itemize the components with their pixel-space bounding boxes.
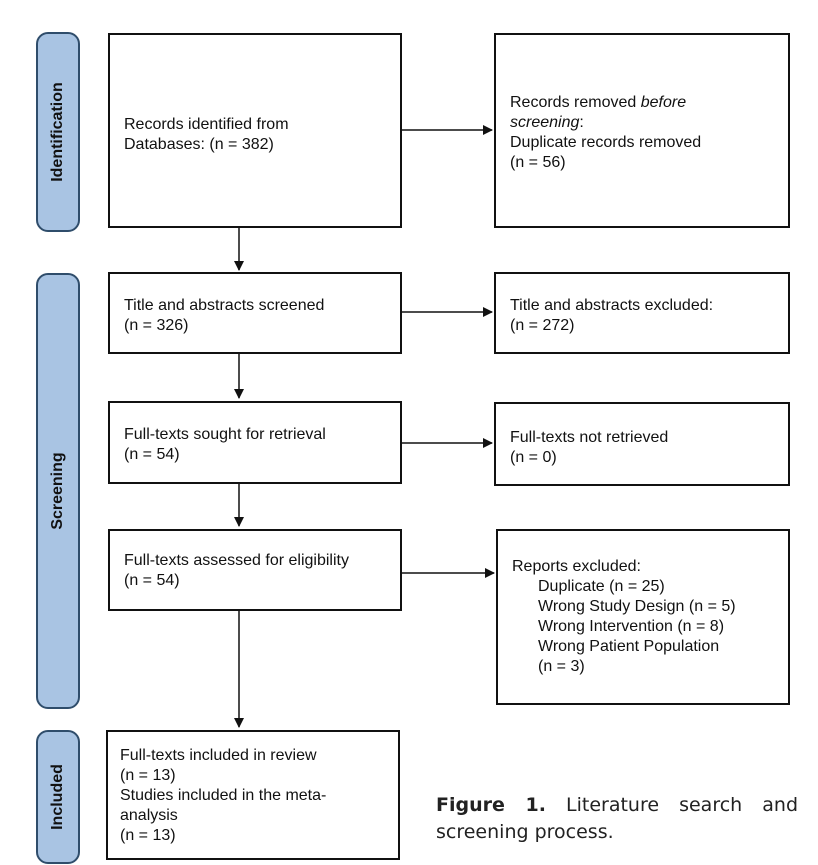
records-identified-line2: Databases: (n = 382) xyxy=(124,136,274,153)
title-abstracts-screened-line1: Title and abstracts screened xyxy=(124,297,325,314)
fulltexts-assessed-line2: (n = 54) xyxy=(124,572,180,589)
box-records-removed: Records removed before screening: Duplic… xyxy=(494,33,790,228)
fulltexts-sought-line2: (n = 54) xyxy=(124,446,180,463)
fulltexts-included-line5: (n = 13) xyxy=(120,827,176,844)
records-removed-line2: screening: xyxy=(510,113,774,133)
figure-caption-label: Figure 1. xyxy=(436,794,546,816)
title-abstracts-excluded-line2: (n = 272) xyxy=(510,317,575,334)
reports-excluded-item: Duplicate (n = 25) xyxy=(538,578,665,595)
fulltexts-sought-line1: Full-texts sought for retrieval xyxy=(124,426,326,443)
figure-caption-text: Literature search and screening process. xyxy=(436,794,798,843)
records-removed-line1-em: before xyxy=(640,94,687,111)
box-fulltexts-not-retrieved: Full-texts not retrieved (n = 0) xyxy=(494,402,790,486)
title-abstracts-screened-line2: (n = 326) xyxy=(124,317,189,334)
figure-caption: Figure 1. Literature search and screenin… xyxy=(436,792,798,846)
box-fulltexts-sought: Full-texts sought for retrieval (n = 54) xyxy=(108,401,402,484)
box-title-abstracts-screened: Title and abstracts screened (n = 326) xyxy=(108,272,402,354)
fulltexts-included-line2: (n = 13) xyxy=(120,767,176,784)
records-removed-line2-em: screening xyxy=(510,114,580,131)
box-fulltexts-assessed: Full-texts assessed for eligibility (n =… xyxy=(108,529,402,611)
fulltexts-included-line3: Studies included in the meta- xyxy=(120,787,327,804)
records-removed-line4: (n = 56) xyxy=(510,154,566,171)
records-removed-line3: Duplicate records removed xyxy=(510,134,702,151)
reports-excluded-item: Wrong Patient Population xyxy=(538,638,720,655)
reports-excluded-item: Wrong Study Design (n = 5) xyxy=(538,598,736,615)
records-removed-line1-text: Records removed xyxy=(510,94,641,111)
box-title-abstracts-excluded: Title and abstracts excluded: (n = 272) xyxy=(494,272,790,354)
fulltexts-included-line4: analysis xyxy=(120,807,178,824)
stage-included: Included xyxy=(36,730,80,864)
fulltexts-not-retrieved-line1: Full-texts not retrieved xyxy=(510,429,669,446)
reports-excluded-item: (n = 3) xyxy=(538,658,585,675)
fulltexts-assessed-line1: Full-texts assessed for eligibility xyxy=(124,552,349,569)
records-identified-line1: Records identified from xyxy=(124,116,289,133)
reports-excluded-heading: Reports excluded: xyxy=(512,558,641,575)
stage-screening: Screening xyxy=(36,273,80,709)
fulltexts-not-retrieved-line2: (n = 0) xyxy=(510,449,557,466)
fulltexts-included-line1: Full-texts included in review xyxy=(120,747,317,764)
records-removed-line2-rest: : xyxy=(579,114,584,131)
title-abstracts-excluded-line1: Title and abstracts excluded: xyxy=(510,297,714,314)
reports-excluded-item: Wrong Intervention (n = 8) xyxy=(538,618,725,635)
records-removed-line1: Records removed before xyxy=(510,93,774,113)
stage-identification: Identification xyxy=(36,32,80,232)
box-fulltexts-included: Full-texts included in review (n = 13) S… xyxy=(106,730,400,860)
box-records-identified: Records identified from Databases: (n = … xyxy=(108,33,402,228)
box-reports-excluded: Reports excluded: Duplicate (n = 25) Wro… xyxy=(496,529,790,705)
